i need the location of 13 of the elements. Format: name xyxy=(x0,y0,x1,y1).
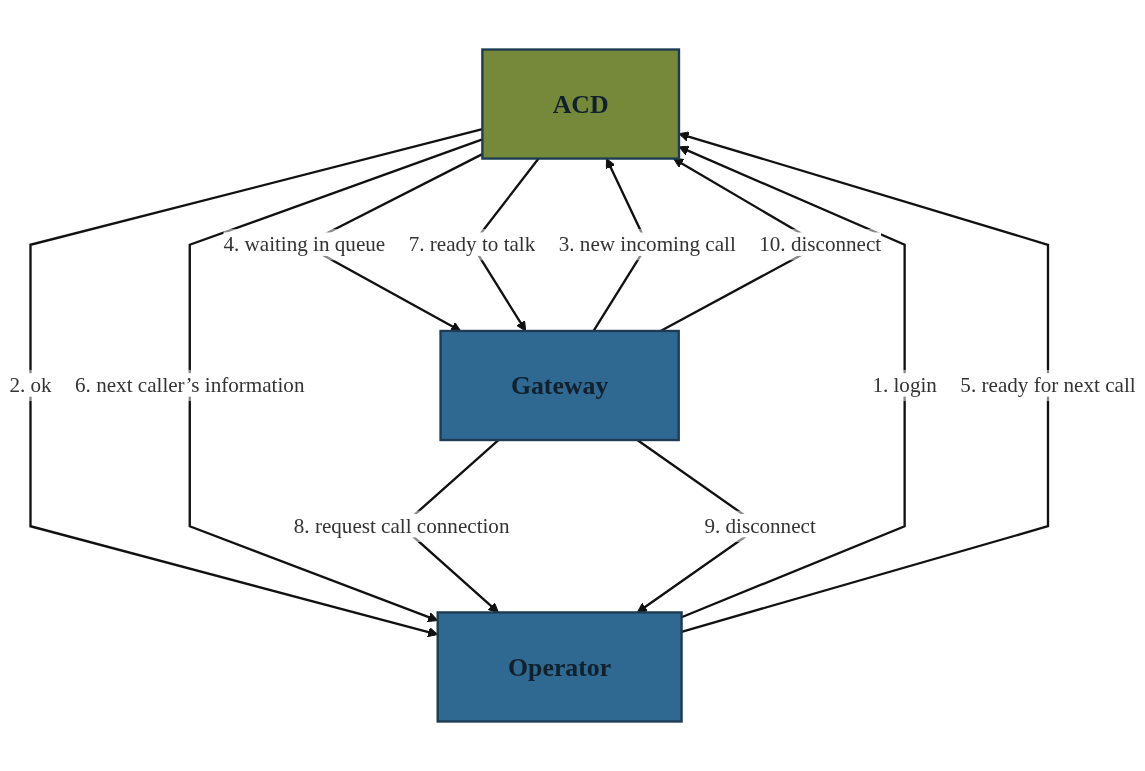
edge-label: 8. request call connection xyxy=(293,513,510,538)
node-box: ACD xyxy=(481,48,681,160)
node-box: Operator xyxy=(436,611,683,723)
node-box: Gateway xyxy=(439,329,680,442)
edge-label: 3. new incoming call xyxy=(558,232,736,256)
edge-label: 1. login xyxy=(872,373,937,397)
edge-label: 9. disconnect xyxy=(704,513,816,538)
edge-label: 6. next caller’s information xyxy=(75,373,305,397)
edge-label: 4. waiting in queue xyxy=(223,232,386,256)
edge-label: 10. disconnect xyxy=(759,232,882,256)
edge-label: 5. ready for next call xyxy=(960,373,1136,397)
edge-label: 2. ok xyxy=(9,373,52,397)
edge-label: 7. ready to talk xyxy=(408,232,536,256)
